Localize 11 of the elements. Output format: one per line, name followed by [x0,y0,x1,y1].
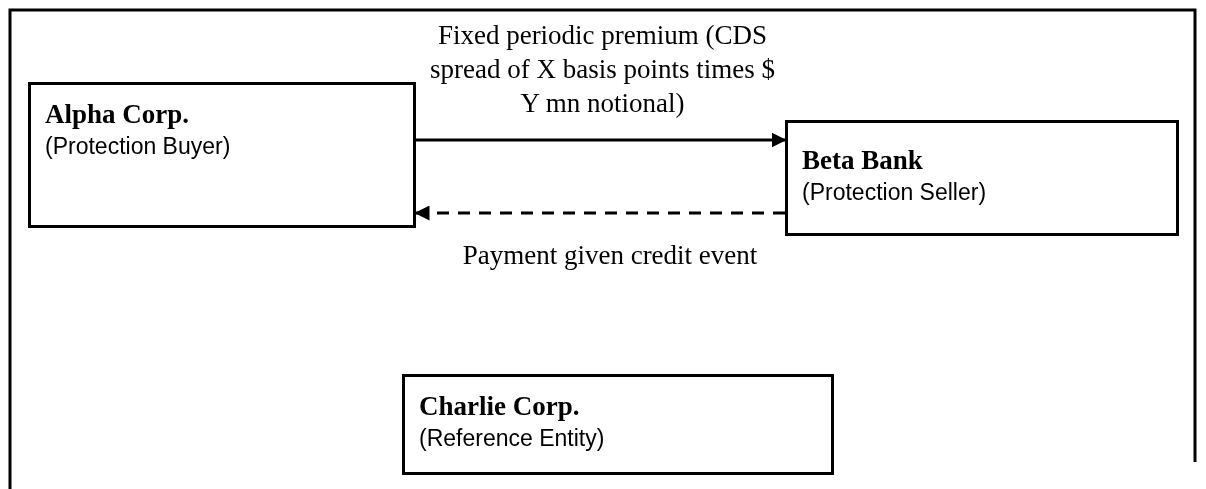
dashed-arrow [414,205,785,221]
party-box [785,120,1179,236]
party-role: (Reference Entity) [419,424,605,453]
party-box [28,82,416,228]
party-role: (Protection Buyer) [45,132,231,161]
arrow [416,132,787,148]
party-role: (Protection Seller) [802,178,987,207]
entity-box [402,374,834,475]
party-name: Charlie Corp. [419,390,580,423]
party-name: Alpha Corp. [45,98,190,131]
party-name: Beta Bank [802,144,923,177]
